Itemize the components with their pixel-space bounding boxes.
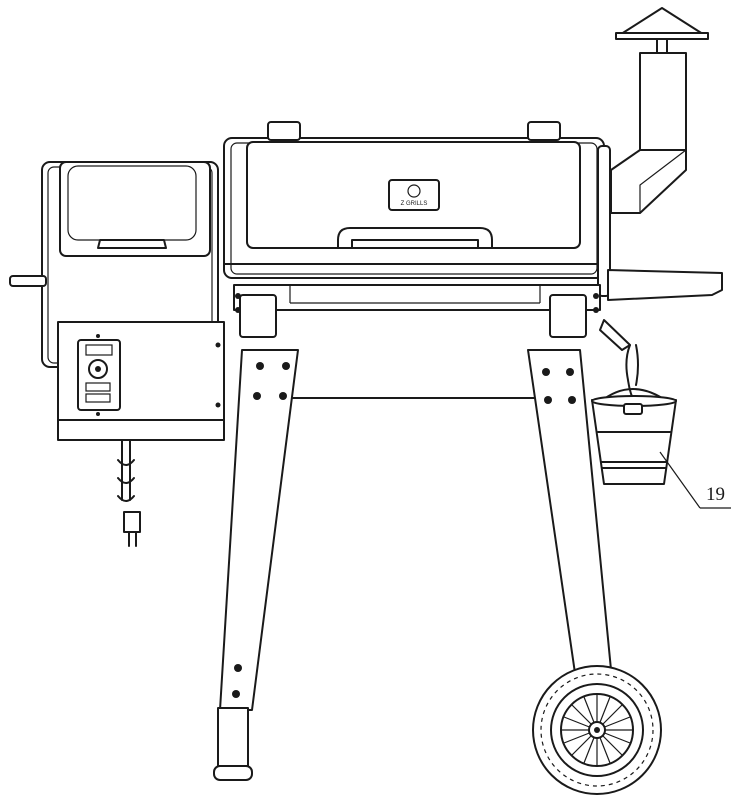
lid-clip-right — [527, 121, 561, 141]
lid-clip-left — [267, 121, 301, 141]
left-leg — [213, 349, 299, 781]
hopper — [9, 161, 225, 547]
left-leg-extension — [217, 707, 249, 767]
wheel-tread — [540, 673, 654, 787]
callout-leader — [659, 451, 701, 509]
callout-label: 19 — [706, 484, 725, 505]
side-shelf — [599, 269, 723, 351]
bucket-clip — [623, 403, 643, 415]
cooking-chamber: Z GRILLS — [223, 121, 611, 297]
shelf-top — [607, 269, 723, 301]
leg-bracket-right — [549, 294, 587, 338]
lid-handle — [337, 227, 493, 249]
grease-bucket — [591, 344, 677, 485]
wheel — [532, 665, 662, 795]
left-leg-tube — [219, 349, 299, 711]
chimney-elbow — [610, 149, 687, 214]
power-cord — [121, 439, 131, 501]
hopper-side-knob — [9, 275, 47, 287]
chimney-cap — [617, 7, 707, 37]
hopper-handle — [97, 239, 167, 249]
shelf-bracket — [599, 319, 631, 351]
chimney — [610, 7, 709, 214]
barrel-end-cap — [597, 145, 611, 297]
control-display — [85, 344, 113, 356]
logo-text: Z GRILLS — [401, 201, 428, 207]
callout-19: 19 — [659, 451, 731, 509]
frame — [233, 284, 601, 399]
left-leg-foot — [213, 765, 253, 781]
hopper-lid — [59, 161, 211, 257]
chimney-stem — [656, 38, 668, 54]
logo-mark — [407, 184, 421, 198]
power-plug — [123, 511, 141, 533]
logo-plate — [388, 179, 440, 211]
frame-rail — [233, 284, 601, 311]
leg-bracket-left — [239, 294, 277, 338]
